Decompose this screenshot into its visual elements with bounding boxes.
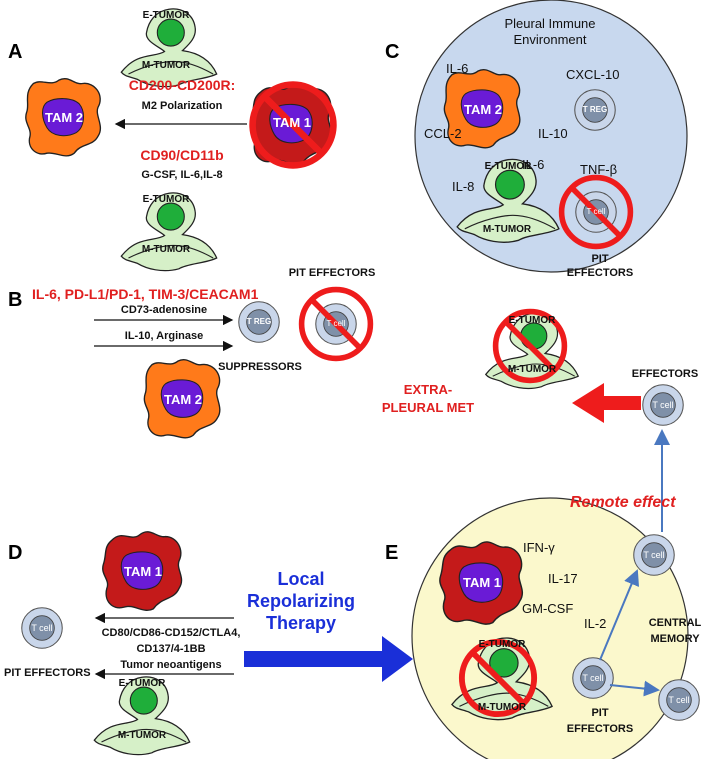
etumor-label: E-TUMOR: [142, 10, 190, 21]
tam2-label: TAM 2: [463, 102, 503, 117]
treg-label: T REG: [582, 105, 608, 114]
etumor-label: E-TUMOR: [508, 315, 556, 326]
panel-label-d: D: [8, 542, 23, 564]
tcell-label: T cell: [31, 623, 53, 633]
pleural-environment-circle: [414, 0, 688, 273]
central-memory-2: MEMORY: [650, 633, 700, 645]
panel-d-line3: Tumor neoantigens: [120, 659, 222, 671]
cytokine-il8: IL-8: [452, 179, 475, 194]
therapy-line2: Repolarizing: [246, 591, 355, 611]
etumor-label: E-TUMOR: [478, 639, 526, 650]
cytokine-ifng: IFN-γ: [523, 540, 555, 555]
central-memory-1: CENTRAL: [648, 617, 702, 629]
extra-pleural-1: EXTRA-: [403, 382, 453, 397]
signal-cd90-sub: G-CSF, IL-6,IL-8: [141, 169, 223, 181]
treg-label: T REG: [246, 317, 272, 326]
etumor-label: E-TUMOR: [142, 194, 190, 205]
cytokine-tnfb: TNF-β: [580, 162, 618, 177]
pit-label: PIT: [591, 707, 609, 719]
tam2-label: TAM 2: [163, 392, 203, 407]
signal-cd90: CD90/CD11b: [140, 147, 224, 163]
tam1-label: TAM 1: [123, 564, 163, 579]
therapy-line3: Therapy: [265, 613, 337, 633]
panel-b-line1: CD73-adenosine: [120, 304, 208, 316]
cytokine-il6: IL-6: [446, 61, 469, 76]
panel-label-a: A: [8, 41, 23, 63]
panel-label-c: C: [385, 41, 400, 63]
pit-effectors-label: PIT EFFECTORS: [4, 667, 91, 679]
cytokine-il6-b: IL-6: [522, 157, 545, 172]
tam1-label: TAM 1: [462, 575, 502, 590]
cytokine-cxcl10: CXCL-10: [566, 67, 620, 82]
panel-label-e: E: [385, 542, 399, 564]
tcell-label: T cell: [586, 207, 606, 216]
cytokine-il17: IL-17: [548, 571, 578, 586]
panel-c-title-1: Pleural Immune: [504, 16, 596, 31]
mtumor-label: M-TUMOR: [507, 364, 557, 375]
mtumor-label: M-TUMOR: [482, 224, 532, 235]
arrow-pit-to-memory: [609, 680, 660, 697]
signal-cd200-sub: M2 Polarization: [141, 100, 223, 112]
tcell-label: T cell: [582, 673, 604, 683]
tcell-label: T cell: [643, 550, 665, 560]
tam1-label: TAM 1: [272, 115, 312, 130]
panel-c-title-2: Environment: [513, 32, 587, 47]
remote-effect-label: Remote effect: [570, 494, 676, 511]
panel-d-line1: CD80/CD86-CD152/CTLA4,: [101, 627, 241, 639]
panel-b-line2: IL-10, Arginase: [124, 330, 204, 342]
cytokine-il2: IL-2: [584, 616, 607, 631]
etumor-label: E-TUMOR: [118, 678, 166, 689]
mtumor-label: M-TUMOR: [117, 730, 167, 741]
effectors-label: EFFECTORS: [566, 267, 634, 279]
tam2-label: TAM 2: [44, 110, 84, 125]
pit-effectors-label: PIT EFFECTORS: [288, 267, 376, 279]
pit-label: PIT: [591, 253, 609, 265]
tcell-label: T cell: [668, 695, 690, 705]
extra-pleural-2: PLEURAL MET: [381, 400, 475, 415]
effectors-label: EFFECTORS: [566, 723, 634, 735]
cytokine-ccl2: CCL-2: [424, 126, 462, 141]
etumor-label: E-TUMOR: [484, 161, 532, 172]
panel-d-line2: CD137/4-1BB: [136, 643, 206, 655]
cytokine-il10: IL-10: [538, 126, 568, 141]
red-arrow-left: [572, 383, 641, 423]
panel-b-header: IL-6, PD-L1/PD-1, TIM-3/CEACAM1: [32, 286, 259, 302]
therapy-line1: Local: [277, 569, 325, 589]
mtumor-label: M-TUMOR: [141, 60, 191, 71]
tcell-label: T cell: [652, 400, 674, 410]
cytokine-gmcsf: GM-CSF: [522, 601, 574, 616]
signal-cd200: CD200-CD200R:: [128, 77, 236, 93]
blue-therapy-arrow: [244, 636, 413, 682]
suppressors-label: SUPPRESSORS: [218, 361, 302, 373]
mtumor-label: M-TUMOR: [141, 244, 191, 255]
arrow-pit-to-remote: [599, 569, 640, 661]
tcell-label: T cell: [326, 319, 346, 328]
mtumor-label: M-TUMOR: [477, 702, 527, 713]
panel-label-b: B: [8, 289, 23, 311]
effectors-label: EFFECTORS: [631, 368, 699, 380]
